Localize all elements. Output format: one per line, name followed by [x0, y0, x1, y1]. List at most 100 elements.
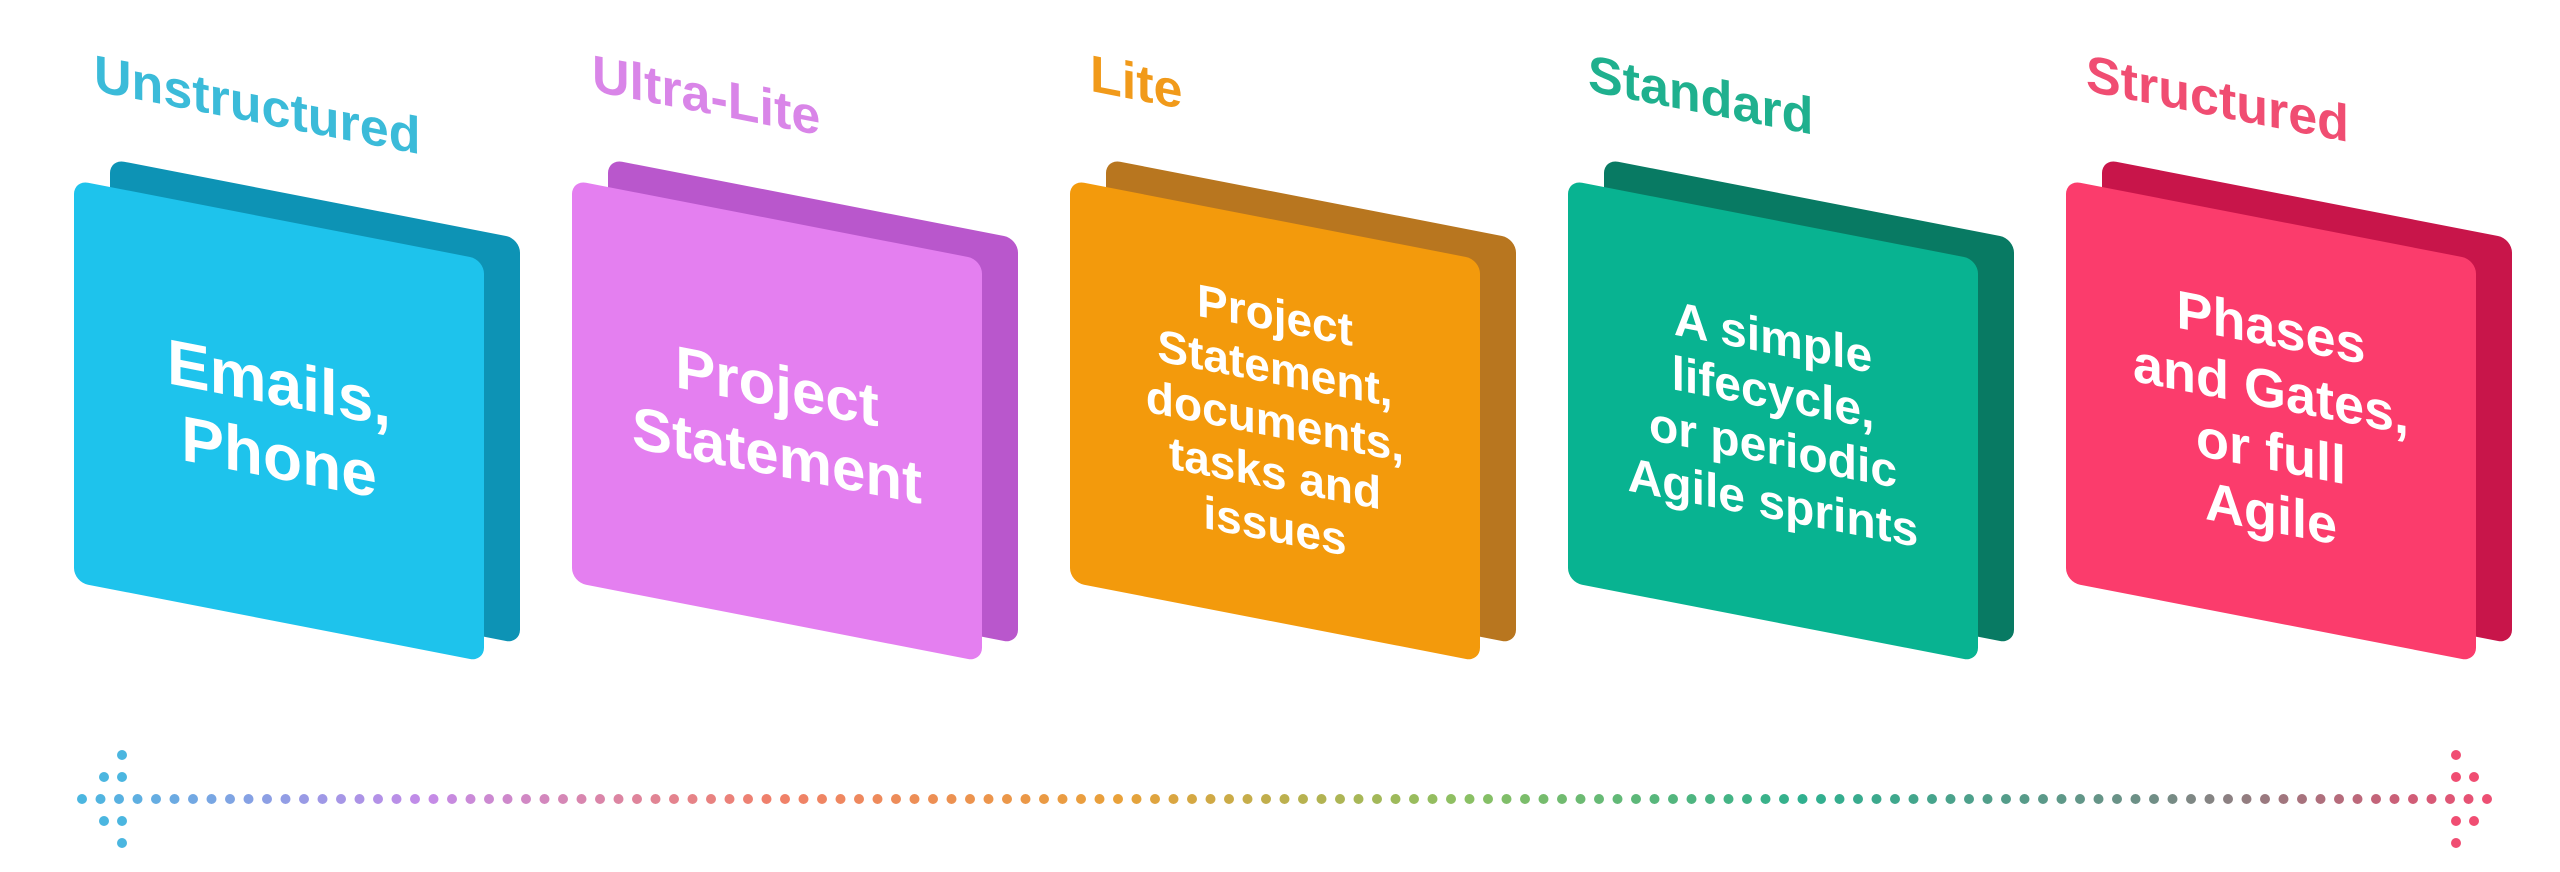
axis-dot	[1279, 794, 1290, 804]
right-arrowhead-dot	[2451, 816, 2461, 826]
axis-dot	[447, 794, 457, 804]
axis-dot	[2371, 794, 2381, 804]
axis-dot	[2241, 794, 2252, 804]
axis-dot	[2463, 794, 2474, 804]
axis-dot	[2445, 794, 2455, 804]
axis-dot	[2204, 794, 2215, 804]
axis-dot	[336, 794, 346, 804]
axis-dot	[891, 794, 901, 804]
axis-dot	[595, 794, 605, 804]
axis-dot	[1723, 794, 1734, 804]
axis-dot	[1205, 794, 1216, 804]
axis-dot	[1020, 794, 1031, 804]
axis-dot	[1483, 794, 1493, 804]
axis-dot	[1520, 794, 1530, 804]
axis-dot	[1113, 794, 1123, 804]
axis-dot	[1446, 794, 1456, 804]
axis-dot	[1760, 794, 1771, 804]
axis-dot	[2315, 794, 2326, 804]
axis-dot	[558, 794, 568, 804]
axis-dot	[1131, 794, 1142, 804]
axis-dot	[743, 794, 753, 804]
axis-dot	[817, 794, 827, 804]
axis-dot	[1298, 794, 1308, 804]
axis-dot	[95, 794, 106, 804]
axis-dot	[1353, 794, 1364, 804]
axis-dot	[114, 794, 124, 804]
axis-dot	[2389, 794, 2400, 804]
axis-dot	[1039, 794, 1049, 804]
axis-dot	[1242, 794, 1253, 804]
axis-dot	[909, 794, 920, 804]
axis-dot	[354, 794, 365, 804]
axis-dot	[650, 794, 661, 804]
axis-dot	[2093, 794, 2104, 804]
axis-dot	[1871, 794, 1882, 804]
axis-dot	[1927, 794, 1937, 804]
axis-dot	[669, 794, 679, 804]
axis-dot	[1797, 794, 1808, 804]
right-arrowhead-dot	[2451, 750, 2461, 760]
axis-dot	[2223, 794, 2233, 804]
axis-dot	[1261, 794, 1271, 804]
left-arrowhead-dot	[117, 750, 127, 760]
axis-dot	[1853, 794, 1863, 804]
left-arrowhead-dot	[99, 772, 109, 782]
axis-dot	[2334, 794, 2344, 804]
axis-dot	[1594, 794, 1604, 804]
axis-dot	[1002, 794, 1012, 804]
axis-dot	[687, 794, 698, 804]
axis-dot	[928, 794, 938, 804]
axis-dot	[1538, 794, 1549, 804]
axis-dot	[1945, 794, 1956, 804]
axis-dot	[1427, 794, 1438, 804]
axis-dot	[983, 794, 994, 804]
axis-dot	[1372, 794, 1382, 804]
left-arrowhead-dot	[117, 772, 127, 782]
axis-dot	[262, 794, 272, 804]
axis-dot	[2186, 794, 2196, 804]
axis-dot	[1982, 794, 1993, 804]
axis-dot	[1612, 794, 1623, 804]
axis-dot	[632, 794, 642, 804]
axis-dot	[2038, 794, 2048, 804]
axis-dot	[1076, 794, 1086, 804]
axis-dot	[761, 794, 772, 804]
axis-dot	[1834, 794, 1845, 804]
axis-dot	[2019, 794, 2030, 804]
axis-dot	[1335, 794, 1345, 804]
axis-dot	[373, 794, 383, 804]
axis-dot	[410, 794, 420, 804]
axis-dot	[2260, 794, 2270, 804]
axis-dot	[151, 794, 161, 804]
axis-dot	[2167, 794, 2178, 804]
axis-dot	[1409, 794, 1419, 804]
axis-dot	[780, 794, 790, 804]
right-arrowhead-dot	[2451, 838, 2461, 848]
axis-dot	[1224, 794, 1234, 804]
axis-dot	[2408, 794, 2418, 804]
axis-dot	[1150, 794, 1160, 804]
axis-dot	[2278, 794, 2289, 804]
axis-dot	[1668, 794, 1678, 804]
axis-dot	[2130, 794, 2141, 804]
axis-dot	[1464, 794, 1475, 804]
axis-dot	[169, 794, 180, 804]
axis-dot	[502, 794, 513, 804]
axis-dot	[576, 794, 587, 804]
axis-dot	[798, 794, 809, 804]
axis-dot	[1168, 794, 1179, 804]
axis-dot	[2112, 794, 2122, 804]
axis-dot	[2426, 794, 2437, 804]
axis-dot	[835, 794, 846, 804]
axis-dot	[1705, 794, 1715, 804]
axis-dot	[1649, 794, 1660, 804]
axis-dot	[1964, 794, 1974, 804]
axis-dot	[280, 794, 291, 804]
axis-dot	[1187, 794, 1197, 804]
right-arrowhead-dot	[2469, 772, 2479, 782]
axis-dot	[1057, 794, 1068, 804]
axis-dot	[2352, 794, 2363, 804]
axis-dot	[613, 794, 624, 804]
